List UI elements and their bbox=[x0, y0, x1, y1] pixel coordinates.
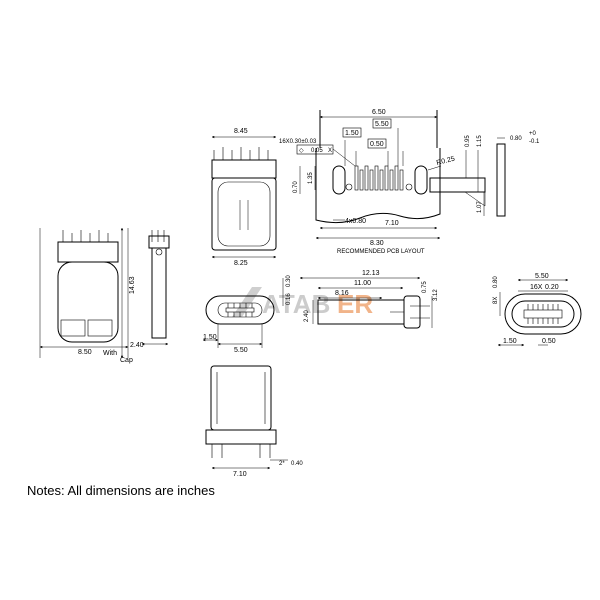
bottom-view: 2* 0.40 7.10 bbox=[205, 365, 303, 478]
dim-0-70: 0.70 bbox=[293, 181, 299, 193]
dim-side-2-40: 2.40 bbox=[304, 310, 310, 322]
pcb-pads bbox=[354, 165, 404, 191]
dim-bottom-7-10: 7.10 bbox=[233, 471, 247, 478]
label-cap: Cap bbox=[120, 357, 133, 364]
dim-1-07: 1.07 bbox=[477, 201, 483, 213]
dim-tolerance-ref: X bbox=[328, 148, 332, 154]
dim-slot-0-80: 0.80 bbox=[510, 136, 522, 142]
dim-bottom-0-40: 0.40 bbox=[291, 461, 303, 467]
watermark-logo: ATAB ER bbox=[232, 287, 373, 319]
dim-8-16: 8.16 bbox=[335, 290, 349, 297]
dim-bottom-2: 2* bbox=[279, 461, 285, 467]
dim-front-5-50: 5.50 bbox=[234, 347, 248, 354]
dim-1-50: 1.50 bbox=[345, 130, 359, 137]
left-view: 14.63 8.50 With Cap bbox=[39, 227, 136, 364]
dim-side-3-12: 3.12 bbox=[433, 289, 439, 301]
dim-socket-0-20: 0.20 bbox=[545, 284, 559, 291]
dim-socket-1-50: 1.50 bbox=[503, 338, 517, 345]
top-view: 8.45 8.25 bbox=[211, 128, 277, 267]
dim-12-13: 12.13 bbox=[362, 270, 380, 277]
dim-1-35: 1.35 bbox=[308, 172, 314, 184]
notes-text: Notes: All dimensions are inches bbox=[27, 483, 215, 498]
dim-7-10: 7.10 bbox=[385, 220, 399, 227]
side-view: 12.13 11.00 8.16 2.40 0.75 3.12 bbox=[299, 270, 439, 329]
front-view: 1.50 5.50 0.16 0.30 bbox=[202, 275, 292, 354]
dim-2-40-left: 2.40 bbox=[130, 342, 144, 349]
svg-text:◇: ◇ bbox=[299, 148, 304, 154]
dim-0-95: 0.95 bbox=[465, 135, 471, 147]
dim-front-1-50: 1.50 bbox=[203, 334, 217, 341]
pcb-layout-title: RECOMMENDED PCB LAYOUT bbox=[337, 249, 425, 255]
dim-6-50: 6.50 bbox=[372, 109, 386, 116]
dim-8-50: 8.50 bbox=[78, 349, 92, 356]
label-with: With bbox=[103, 350, 117, 357]
dim-tolerance: 0.05 bbox=[311, 148, 323, 154]
dim-socket-8x: 8X bbox=[493, 297, 499, 304]
dim-8-45: 8.45 bbox=[234, 128, 248, 135]
dim-socket-0-50: 0.50 bbox=[542, 338, 556, 345]
dim-front-0-16: 0.16 bbox=[286, 293, 292, 305]
dim-slot-tol-plus: +0 bbox=[529, 131, 537, 137]
dim-pad-width: 16X0.30±0.03 bbox=[279, 139, 317, 145]
dim-side-0-75: 0.75 bbox=[422, 281, 428, 293]
dim-1-15: 1.15 bbox=[477, 135, 483, 147]
dim-14-63: 14.63 bbox=[129, 276, 136, 294]
pcb-layout-view: 6.50 5.50 1.50 0.50 16X0.30±0.03 ◇ 0.05 … bbox=[279, 109, 486, 255]
side-narrow-view: 2.40 bbox=[130, 230, 170, 349]
dim-slot-tol-minus: -0.1 bbox=[529, 139, 540, 145]
dim-socket-0-80: 0.80 bbox=[493, 276, 499, 288]
watermark-text-b: ER bbox=[337, 289, 373, 319]
dim-holes: 4x0.80 bbox=[345, 218, 366, 225]
dim-r0-25: R0.25 bbox=[436, 156, 456, 167]
dim-front-0-30: 0.30 bbox=[286, 275, 292, 287]
dim-socket-pins: 16X bbox=[530, 284, 543, 291]
dim-8-30: 8.30 bbox=[370, 240, 384, 247]
dim-8-25: 8.25 bbox=[234, 260, 248, 267]
slot-detail-view: 0.80 +0 -0.1 bbox=[496, 131, 540, 217]
socket-view: 5.50 16X 0.20 8X 0.80 1.50 0.50 bbox=[493, 273, 582, 347]
dim-socket-5-50: 5.50 bbox=[535, 273, 549, 280]
dim-5-50: 5.50 bbox=[375, 121, 389, 128]
dim-0-50: 0.50 bbox=[370, 141, 384, 148]
dim-11-00: 11.00 bbox=[354, 280, 371, 287]
